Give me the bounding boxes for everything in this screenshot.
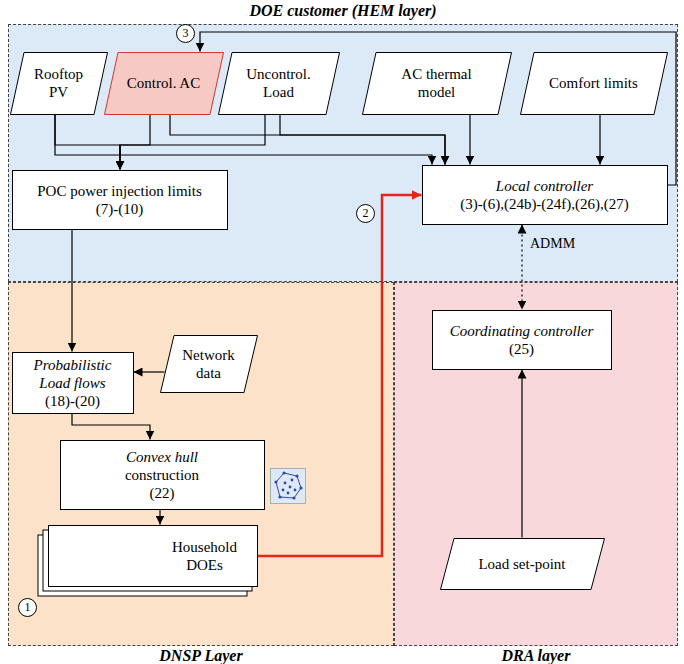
connector bbox=[469, 115, 470, 165]
panel-title: DRA layer bbox=[395, 647, 677, 664]
node-body: Household DOEs bbox=[159, 538, 251, 574]
node-body: Uncontrol. Load bbox=[238, 65, 320, 101]
node-text: Probabilistic Load flows bbox=[19, 356, 127, 392]
convex-hull-icon bbox=[270, 468, 306, 504]
node-body: Local controller(3)-(6),(24b)-(24f),(26)… bbox=[429, 177, 661, 213]
process-box: POC power injection limits(7)-(10) bbox=[12, 170, 228, 230]
parallelogram-shape bbox=[10, 52, 107, 114]
panel-fill bbox=[394, 282, 678, 646]
node-text: (25) bbox=[439, 340, 605, 358]
node-body: Load set-point bbox=[460, 555, 585, 573]
data-input: Comfort limits bbox=[520, 52, 668, 115]
node-text: AC thermal model bbox=[382, 65, 492, 101]
data-input: Load set-point bbox=[440, 538, 605, 590]
node-text: Control. AC bbox=[124, 74, 204, 92]
node-text: Load set-point bbox=[460, 555, 585, 573]
parallelogram-shape bbox=[160, 335, 257, 392]
node-text: (3)-(6),(24b)-(24f),(26),(27) bbox=[429, 195, 661, 213]
data-input: Network data bbox=[160, 335, 258, 393]
node-body: AC thermal model bbox=[382, 65, 492, 101]
data-input: AC thermal model bbox=[362, 52, 512, 115]
layer-panel: DRA layerCoordinating controller(25)Load… bbox=[394, 282, 678, 646]
node-text: Comfort limits bbox=[540, 74, 648, 92]
connector bbox=[280, 115, 445, 165]
node-text: Coordinating controller bbox=[439, 322, 605, 340]
node-body: Control. AC bbox=[124, 74, 204, 92]
parallelogram-outline bbox=[10, 52, 108, 115]
node-text: construction bbox=[67, 466, 258, 484]
connector bbox=[71, 230, 72, 352]
node-body: Network data bbox=[180, 346, 238, 382]
process-box: Convex hullconstruction(22) bbox=[60, 440, 265, 510]
node-text: (7)-(10) bbox=[19, 200, 221, 218]
connector bbox=[258, 195, 422, 556]
connector bbox=[170, 115, 445, 165]
process-box: Probabilistic Load flows(18)-(20) bbox=[12, 352, 134, 414]
connector bbox=[55, 115, 120, 170]
connector bbox=[55, 115, 432, 165]
node-text: (18)-(20) bbox=[19, 392, 127, 410]
node-text: Household DOEs bbox=[159, 538, 251, 574]
layer-panel: DOE customer (HEM layer)Rooftop PVContro… bbox=[8, 24, 678, 282]
parallelogram-shape bbox=[440, 538, 604, 589]
node-text: Rooftop PV bbox=[30, 65, 88, 101]
node-body: Comfort limits bbox=[540, 74, 648, 92]
node-body: POC power injection limits(7)-(10) bbox=[19, 182, 221, 218]
node-text: Network data bbox=[180, 346, 238, 382]
data-input: Uncontrol. Load bbox=[218, 52, 340, 115]
panel-fill bbox=[8, 282, 394, 646]
node-body: Rooftop PV bbox=[30, 65, 88, 101]
edge-label: ADMM bbox=[530, 236, 575, 252]
node-body: Convex hullconstruction(22) bbox=[67, 448, 258, 502]
connector bbox=[72, 414, 150, 440]
connector bbox=[120, 115, 150, 170]
parallelogram-shape bbox=[362, 52, 511, 114]
connector bbox=[134, 371, 165, 372]
node-text: POC power injection limits bbox=[19, 182, 221, 200]
connector bbox=[200, 32, 676, 185]
data-input: Rooftop PV bbox=[10, 52, 108, 115]
data-input: Control. AC bbox=[104, 52, 224, 115]
connector bbox=[599, 115, 600, 165]
panel-fill bbox=[8, 24, 678, 282]
callout-number: 1 bbox=[18, 598, 37, 617]
parallelogram-outline bbox=[362, 52, 512, 115]
callout-number: 3 bbox=[176, 24, 195, 43]
node-body: Probabilistic Load flows(18)-(20) bbox=[19, 356, 127, 410]
parallelogram-shape bbox=[520, 52, 667, 114]
parallelogram-outline bbox=[160, 335, 258, 393]
parallelogram-shape bbox=[104, 52, 223, 114]
node-body: Coordinating controller(25) bbox=[439, 322, 605, 358]
callout-number: 2 bbox=[356, 204, 375, 223]
parallelogram-shape bbox=[218, 52, 339, 114]
process-box: Coordinating controller(25) bbox=[432, 310, 612, 370]
layer-panel: DNSP LayerProbabilistic Load flows(18)-(… bbox=[8, 282, 394, 646]
panel-title: DNSP Layer bbox=[9, 647, 393, 664]
connector bbox=[159, 510, 160, 525]
node-text: Local controller bbox=[429, 177, 661, 195]
process-box: Household DOEs bbox=[48, 525, 258, 587]
panel-title: DOE customer (HEM layer) bbox=[9, 2, 677, 20]
node-text: Convex hull bbox=[67, 448, 258, 466]
connector bbox=[521, 225, 522, 310]
node-text: Uncontrol. Load bbox=[238, 65, 320, 101]
connector bbox=[521, 370, 522, 538]
parallelogram-outline bbox=[218, 52, 340, 115]
process-box: Local controller(3)-(6),(24b)-(24f),(26)… bbox=[422, 165, 668, 225]
connector bbox=[120, 115, 265, 170]
node-text: (22) bbox=[67, 484, 258, 502]
